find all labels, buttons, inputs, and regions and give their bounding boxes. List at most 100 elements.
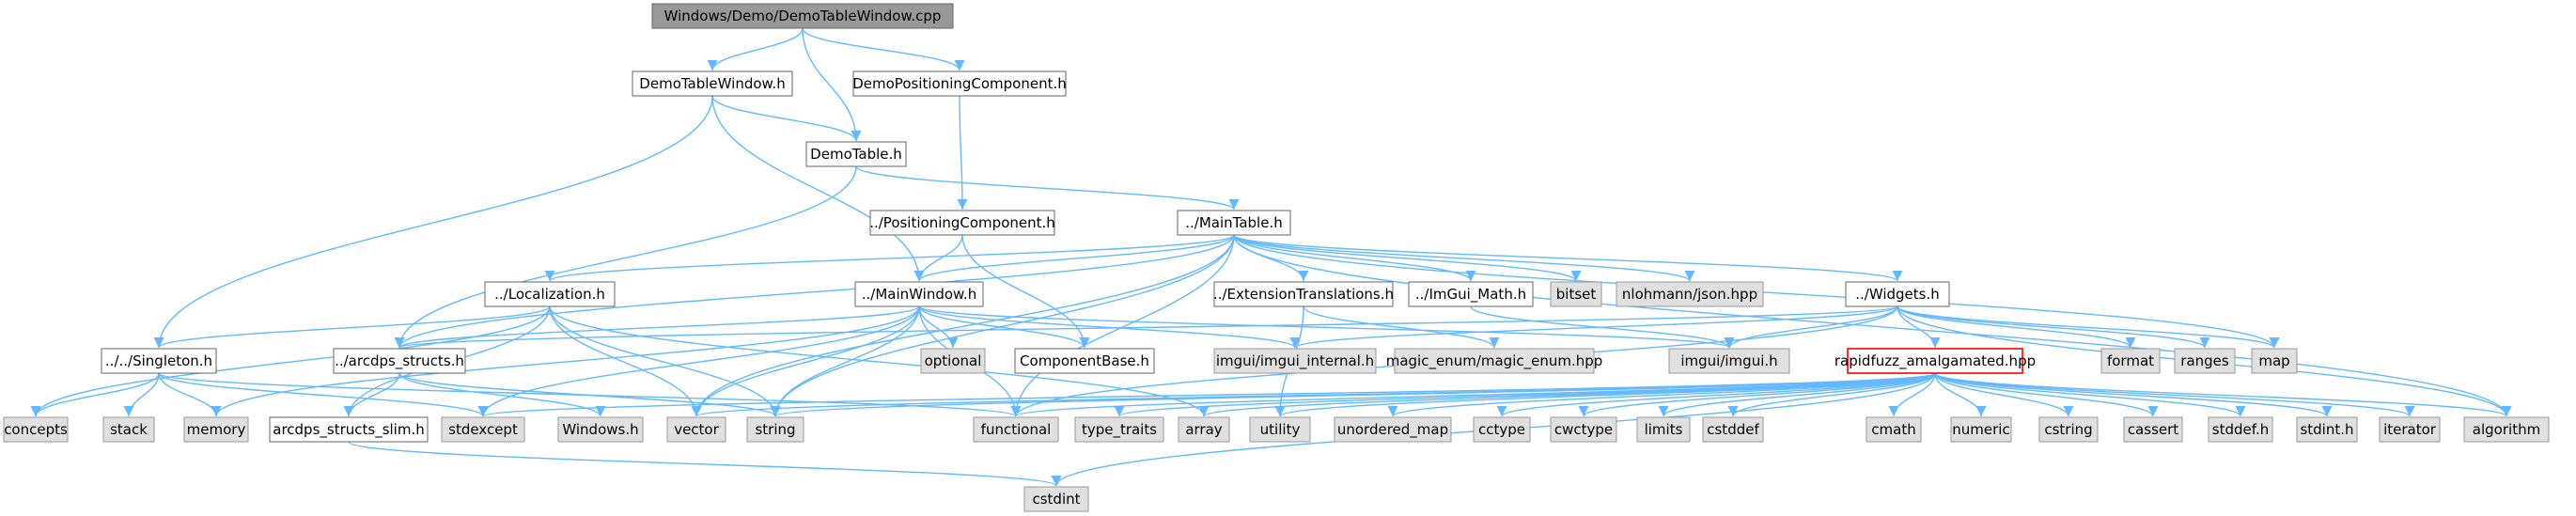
node-arcs[interactable]: ../arcdps_structs.h (333, 348, 466, 374)
node-root[interactable]: Windows/Demo/DemoTableWindow.cpp (651, 3, 954, 29)
node-box-arcs (333, 348, 466, 374)
edge-dpc-to-pc (957, 95, 968, 211)
node-box-dpc (852, 70, 1067, 97)
node-wid[interactable]: ../Widgets.h (1845, 281, 1950, 307)
node-format: format (2100, 348, 2161, 374)
edge-rf-to-umap (1387, 372, 1936, 417)
edge-rf-to-limits (1658, 372, 1936, 417)
node-cstring: cstring (2038, 416, 2099, 443)
node-pc[interactable]: ../PositioningComponent.h (869, 210, 1055, 236)
node-cstdint: cstdint (1023, 486, 1089, 512)
edge-dt-to-mt (855, 165, 1240, 211)
node-label-dtw: DemoTableWindow.h (639, 75, 785, 92)
edge-rf-to-stddefh (1934, 372, 2246, 417)
node-json: nlohmann/json.hpp (1616, 281, 1764, 307)
node-label-utility: utility (1260, 421, 1301, 438)
node-label-iterator: iterator (2383, 421, 2437, 438)
node-box-igi (1213, 348, 1377, 374)
edge-mt-to-mw (913, 234, 1235, 282)
node-rf[interactable]: rapidfuzz_amalgamated.hpp (1834, 348, 2036, 374)
node-et[interactable]: ../ExtensionTranslations.h (1213, 281, 1394, 307)
node-label-me: magic_enum/magic_enum.hpp (1386, 352, 1603, 370)
edge-rf-to-cctype (1496, 372, 1936, 417)
edge-mt-to-json (1233, 234, 1695, 282)
edge-wid-to-format (1897, 305, 2136, 349)
node-box-root (651, 3, 954, 29)
node-label-dpc: DemoPositioningComponent.h (852, 75, 1067, 92)
node-label-arcss: arcdps_structs_slim.h (273, 421, 424, 439)
edge-rf-to-cstring (1934, 372, 2074, 417)
node-box-stdinth (2296, 416, 2358, 443)
edge-dtw-to-dt (711, 95, 862, 142)
edge-mw-to-arcs (394, 305, 920, 349)
node-cctype: cctype (1473, 416, 1531, 443)
node-box-wid (1845, 281, 1950, 307)
edge-wid-to-ranges (1897, 305, 2210, 349)
node-box-utility (1249, 416, 1311, 443)
edge-sing-to-stdexcept (158, 372, 489, 417)
node-windows: Windows.h (557, 416, 644, 443)
edge-mt-to-loc (544, 234, 1235, 282)
node-label-wid: ../Widgets.h (1855, 286, 1940, 303)
edge-root-to-dtw (707, 27, 804, 71)
node-umap: unordered_map (1334, 416, 1452, 443)
node-label-cctype: cctype (1478, 421, 1525, 438)
edge-wid-to-rf (1897, 305, 1941, 349)
node-label-format: format (2107, 352, 2154, 369)
node-label-limits: limits (1645, 421, 1683, 438)
node-box-array (1178, 416, 1230, 443)
node-box-cstdint (1023, 486, 1089, 512)
edge-rf-to-stdinth (1934, 372, 2333, 417)
edge-rf-to-cmath (1888, 372, 1936, 417)
node-arcss[interactable]: arcdps_structs_slim.h (269, 416, 429, 443)
node-loc[interactable]: ../Localization.h (484, 281, 616, 307)
edge-arcs-to-windows (398, 372, 606, 417)
node-mt[interactable]: ../MainTable.h (1177, 210, 1291, 236)
node-label-sing: ../../Singleton.h (105, 352, 212, 369)
node-memory: memory (183, 416, 249, 443)
node-numeric: numeric (1950, 416, 2012, 443)
node-label-mt: ../MainTable.h (1185, 214, 1282, 231)
edge-dtw-to-mw (711, 95, 925, 282)
node-label-vector: vector (674, 421, 719, 438)
edge-mw-to-memory (211, 305, 920, 417)
node-dtw[interactable]: DemoTableWindow.h (632, 70, 793, 97)
node-label-string: string (755, 421, 795, 438)
node-label-pc: ../PositioningComponent.h (869, 214, 1055, 231)
edge-rf-to-stdexcept (478, 372, 1936, 417)
node-array: array (1178, 416, 1230, 443)
node-sing[interactable]: ../../Singleton.h (101, 348, 217, 374)
edge-rf-to-utility (1274, 372, 1936, 417)
node-cb[interactable]: ComponentBase.h (1014, 348, 1155, 374)
node-dt[interactable]: DemoTable.h (805, 141, 907, 167)
node-box-limits (1636, 416, 1691, 443)
node-box-cmath (1866, 416, 1922, 443)
edge-arcs-to-arcss (343, 372, 400, 417)
edge-sing-to-concepts (30, 372, 160, 417)
node-box-stdexcept (441, 416, 525, 443)
edge-wid-to-imgui (1724, 305, 1898, 349)
edge-rf-to-algorithm (1934, 372, 2512, 417)
node-dpc[interactable]: DemoPositioningComponent.h (852, 70, 1067, 97)
edge-arcs-to-string (398, 372, 781, 417)
node-box-map (2251, 348, 2298, 374)
edge-rf-to-iterator (1934, 372, 2415, 417)
edge-rf-to-string (771, 372, 1936, 417)
edge-rf-to-cstddef (1727, 372, 1936, 417)
node-label-dt: DemoTable.h (810, 146, 902, 163)
edge-wid-to-map (1897, 305, 2280, 349)
edge-mw-to-igi (918, 305, 1301, 349)
node-mw[interactable]: ../MainWindow.h (854, 281, 984, 307)
node-box-et (1213, 281, 1394, 307)
node-vector: vector (666, 416, 726, 443)
node-label-stdexcept: stdexcept (448, 421, 518, 438)
node-functional: functional (973, 416, 1059, 443)
node-concepts: concepts (3, 416, 69, 443)
node-label-rf: rapidfuzz_amalgamated.hpp (1834, 352, 2036, 370)
edge-mw-to-stdexcept (477, 305, 920, 417)
node-igm[interactable]: ../ImGui_Math.h (1408, 281, 1534, 307)
node-box-optional (920, 348, 986, 374)
node-box-tt (1074, 416, 1164, 443)
node-label-et: ../ExtensionTranslations.h (1213, 286, 1394, 303)
